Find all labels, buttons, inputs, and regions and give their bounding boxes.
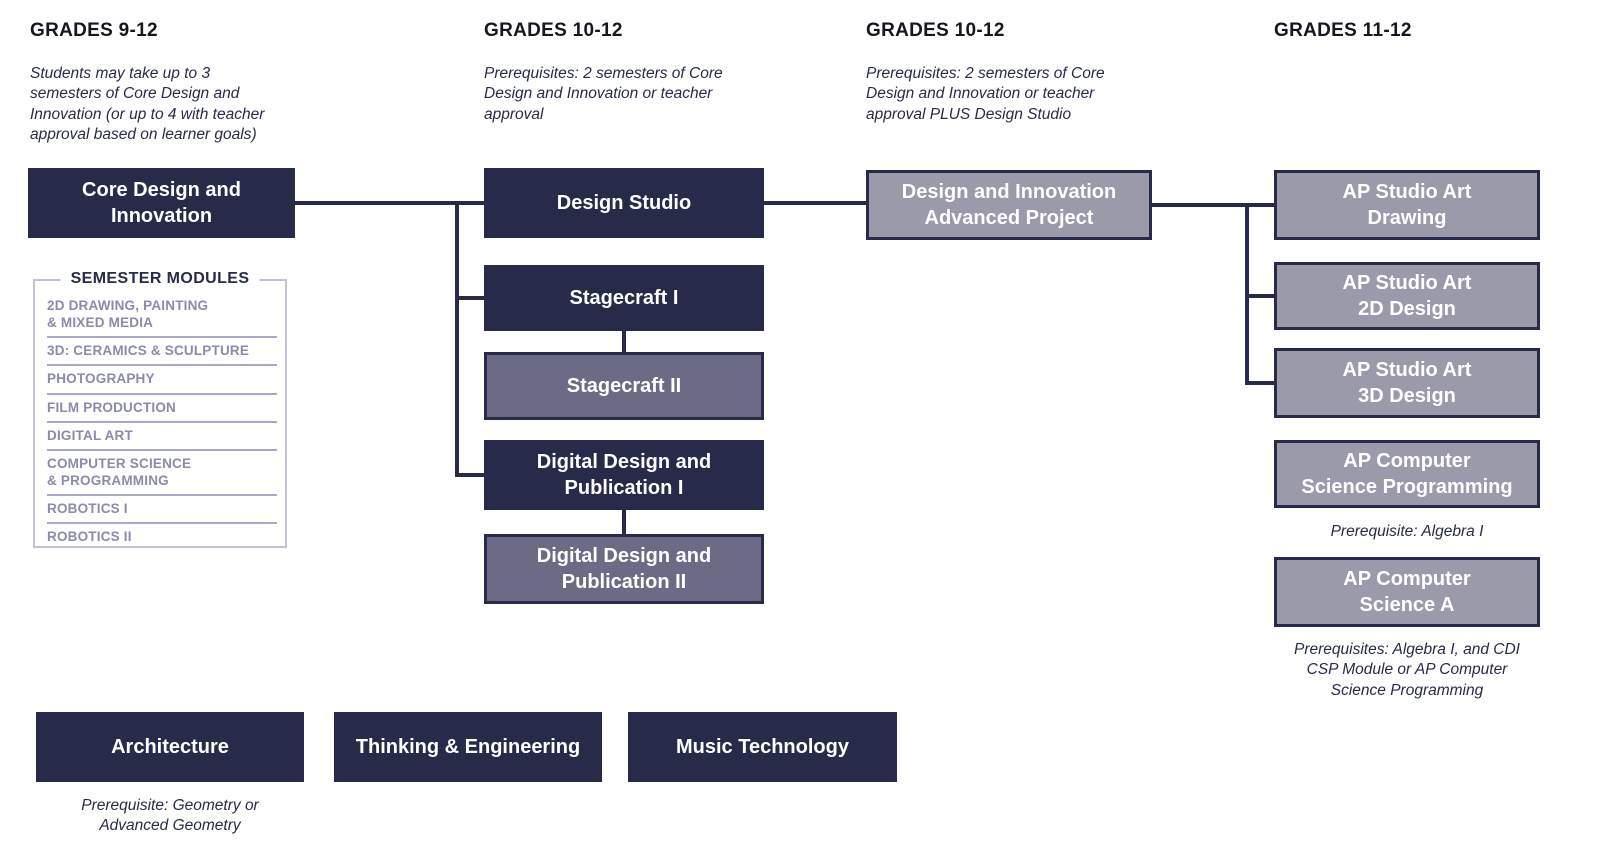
note-architecture-prerequisite: Prerequisite: Geometry or Advanced Geome… (81, 797, 259, 835)
module-item-computer-science: COMPUTER SCIENCE & PROGRAMMING (47, 451, 277, 497)
course-box-music-technology: Music Technology (628, 712, 897, 782)
connector-branch-to-stagecraft-1 (455, 296, 484, 300)
connector-branch-to-ap-3d (1245, 381, 1274, 385)
column-header-grades-9-12: GRADES 9-12 (30, 20, 158, 41)
column-header-grades-10-12-a: GRADES 10-12 (484, 20, 623, 41)
connector-branch-to-ddp-1 (455, 473, 484, 477)
connector-branch-to-ap-2d (1245, 294, 1274, 298)
course-box-architecture: Architecture (36, 712, 304, 782)
course-box-design-studio: Design Studio (484, 168, 764, 238)
course-box-thinking-engineering: Thinking & Engineering (334, 712, 602, 782)
module-item-robotics-2: ROBOTICS II (47, 529, 132, 545)
semester-modules-title: SEMESTER MODULES (60, 270, 260, 288)
connector-core-to-design-studio (295, 201, 484, 205)
connector-design-studio-to-advanced-project (764, 201, 866, 205)
course-box-ap-studio-art-3d-design: AP Studio Art 3D Design (1274, 348, 1540, 418)
column-header-grades-10-12-b: GRADES 10-12 (866, 20, 1005, 41)
module-item-2d-drawing: 2D DRAWING, PAINTING & MIXED MEDIA (47, 293, 277, 339)
module-item-film-production: FILM PRODUCTION (47, 395, 277, 423)
course-box-core-design-innovation: Core Design and Innovation (28, 168, 295, 238)
course-box-stagecraft-1: Stagecraft I (484, 265, 764, 331)
course-box-ap-computer-science-programming: AP Computer Science Programming (1274, 440, 1540, 508)
column-header-grades-11-12: GRADES 11-12 (1274, 20, 1412, 41)
note-grades-9-12: Students may take up to 3 semesters of C… (30, 65, 265, 144)
note-grades-10-12-b: Prerequisites: 2 semesters of Core Desig… (866, 65, 1105, 123)
module-item-robotics-1: ROBOTICS I (47, 496, 277, 525)
connector-ddp-1-to-2 (622, 510, 626, 534)
semester-modules-panel: SEMESTER MODULES 2D DRAWING, PAINTING & … (33, 270, 287, 548)
note-grades-10-12-a: Prerequisites: 2 semesters of Core Desig… (484, 65, 723, 123)
course-box-design-innovation-advanced-project: Design and Innovation Advanced Project (866, 170, 1152, 240)
course-box-ap-studio-art-2d-design: AP Studio Art 2D Design (1274, 262, 1540, 330)
module-item-3d-ceramics: 3D: CERAMICS & SCULPTURE (47, 338, 277, 367)
note-ap-csp-prerequisite: Prerequisite: Algebra I (1330, 523, 1484, 540)
connector-stagecraft-1-to-2 (622, 331, 626, 352)
course-box-digital-design-publication-2: Digital Design and Publication II (484, 534, 764, 604)
note-ap-csa-prerequisites: Prerequisites: Algebra I, and CDI CSP Mo… (1293, 641, 1520, 699)
module-item-digital-art: DIGITAL ART (47, 423, 277, 451)
module-item-photography: PHOTOGRAPHY (47, 366, 277, 395)
connector-advanced-project-to-ap-drawing (1152, 203, 1274, 207)
course-box-digital-design-publication-1: Digital Design and Publication I (484, 440, 764, 510)
course-box-stagecraft-2: Stagecraft II (484, 352, 764, 420)
connector-design-studio-branch-vertical (455, 201, 459, 477)
course-box-ap-studio-art-drawing: AP Studio Art Drawing (1274, 170, 1540, 240)
course-box-ap-computer-science-a: AP Computer Science A (1274, 557, 1540, 627)
